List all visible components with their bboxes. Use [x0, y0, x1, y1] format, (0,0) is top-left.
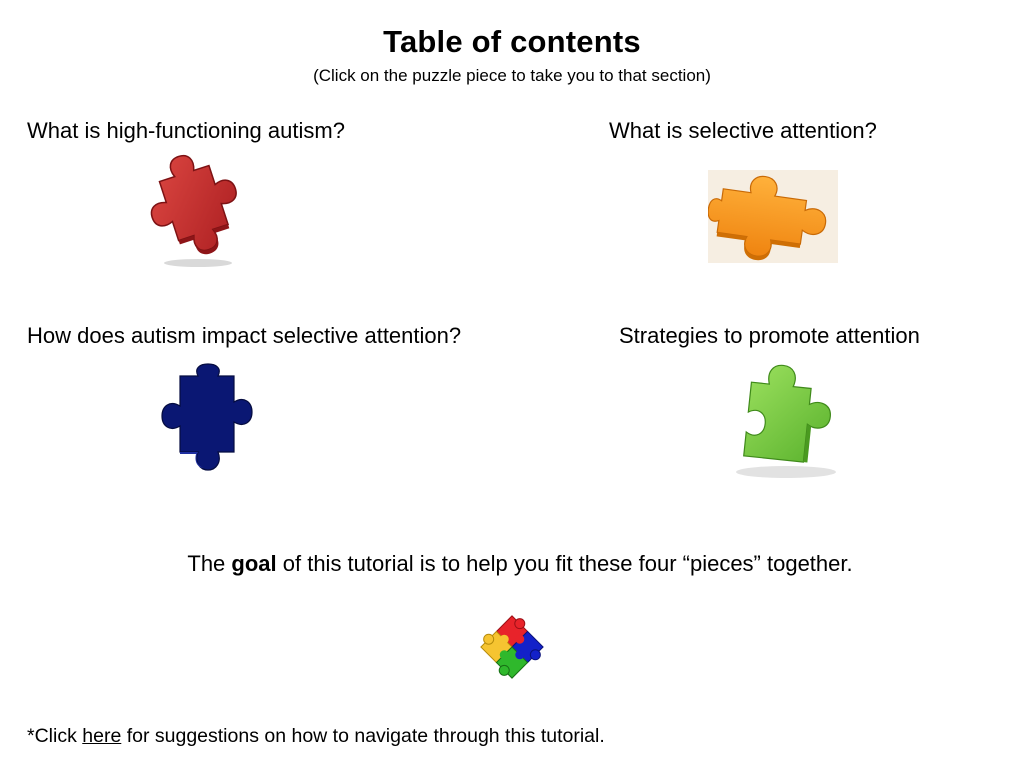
- goal-suffix: of this tutorial is to help you fit thes…: [276, 551, 853, 576]
- navigation-help-link[interactable]: here: [82, 725, 122, 747]
- goal-statement: The goal of this tutorial is to help you…: [0, 551, 1024, 577]
- puzzle-piece-orange-icon[interactable]: [708, 170, 838, 263]
- section-label-autism-impact: How does autism impact selective attenti…: [27, 323, 462, 348]
- four-puzzle-pieces-icon: [460, 597, 564, 697]
- footer-suffix: for suggestions on how to navigate throu…: [121, 725, 605, 747]
- puzzle-piece-red-icon[interactable]: [140, 150, 250, 270]
- page-subtitle: (Click on the puzzle piece to take you t…: [313, 66, 711, 85]
- section-label-strategies: Strategies to promote attention: [619, 323, 920, 348]
- page-title: Table of contents: [383, 24, 641, 59]
- navigation-note: *Click here for suggestions on how to na…: [27, 725, 605, 748]
- goal-emphasis: goal: [231, 551, 277, 576]
- footer-prefix: *Click: [27, 725, 83, 747]
- goal-prefix: The: [187, 551, 232, 576]
- section-label-selective-attention: What is selective attention?: [609, 118, 877, 143]
- puzzle-piece-green-icon[interactable]: [726, 362, 851, 482]
- section-label-high-functioning-autism: What is high-functioning autism?: [27, 118, 345, 143]
- puzzle-piece-blue-icon[interactable]: [158, 362, 258, 484]
